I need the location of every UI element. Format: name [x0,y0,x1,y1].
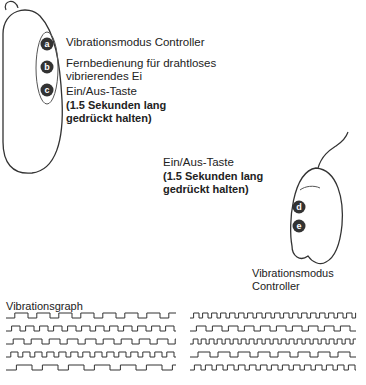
egg-outline [291,168,343,264]
label-text: Ein/Aus-Taste [66,85,216,98]
lanyard-loop [5,1,18,10]
wave-line [6,339,176,344]
callout-letter: e [293,219,305,233]
label-text: (1.5 Sekunden lang gedrückt halten) [66,99,186,124]
label-text: Ein/Aus-Taste [163,156,283,169]
callout-circle [293,201,306,214]
remote-outline [3,10,62,173]
callout-letter: b [41,60,53,74]
callout-letter: a [41,37,53,51]
callout-letter: d [293,200,305,214]
callout-circle [293,220,306,233]
wave-line [6,313,176,318]
callout-circle [41,38,54,51]
wave-line [190,313,356,318]
callout-circle [41,84,54,97]
wave-line [190,352,356,357]
egg-antenna [318,132,348,168]
label-text: Vibrationsmodus Controller [252,267,352,292]
label-text: Fernbedienung für drahtloses vibrierende… [66,57,256,83]
wave-line [6,352,176,357]
callout-circle [41,61,54,74]
button-panel [36,32,58,104]
wave-line [190,326,356,331]
wave-line [190,339,356,344]
label-text: Vibrationsmodus Controller [66,36,266,49]
label-text: (1.5 Sekunden lang gedrückt halten) [163,170,281,195]
wave-line [6,326,176,331]
egg-detail [300,186,320,190]
label-text: Vibrationsgraph [6,300,156,313]
vibration-waves [6,313,356,370]
callout-letter: c [41,83,53,97]
wave-line [6,365,176,370]
wave-line [190,365,356,370]
